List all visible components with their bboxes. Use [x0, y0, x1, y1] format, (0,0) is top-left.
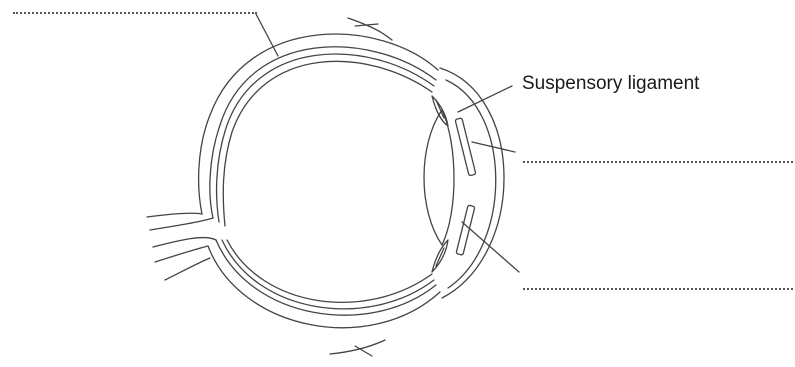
sclera-outer-outline-lower [208, 246, 440, 328]
eye-wall-layer-1-lower [216, 240, 436, 315]
pointer-line-bottom [462, 222, 519, 272]
optic-nerve-lower-edge [155, 246, 208, 262]
eye-wall-layer-2-lower [222, 240, 434, 309]
muscle-line-top [348, 18, 392, 40]
answer-blank-middle [523, 161, 793, 163]
retina-layer-lower [227, 240, 432, 302]
answer-blank-bottom [523, 288, 793, 290]
pointer-line-suspensory [458, 86, 512, 112]
optic-nerve-bottom-line [165, 258, 210, 280]
lens [424, 110, 454, 245]
suspensory-ligament-label: Suspensory ligament [522, 73, 699, 95]
eye-wall-layer-2 [217, 54, 434, 222]
iris-upper [455, 118, 476, 176]
eye-wall-layer-1 [210, 47, 436, 218]
optic-nerve-lower-edge-inner [153, 238, 216, 247]
ciliary-body-upper-inner [436, 100, 444, 118]
optic-nerve-upper-edge [147, 213, 202, 217]
retina-layer [223, 61, 432, 226]
answer-blank-top [13, 12, 257, 14]
ciliary-body-upper [432, 96, 448, 126]
optic-nerve-upper-edge-inner [150, 218, 213, 230]
